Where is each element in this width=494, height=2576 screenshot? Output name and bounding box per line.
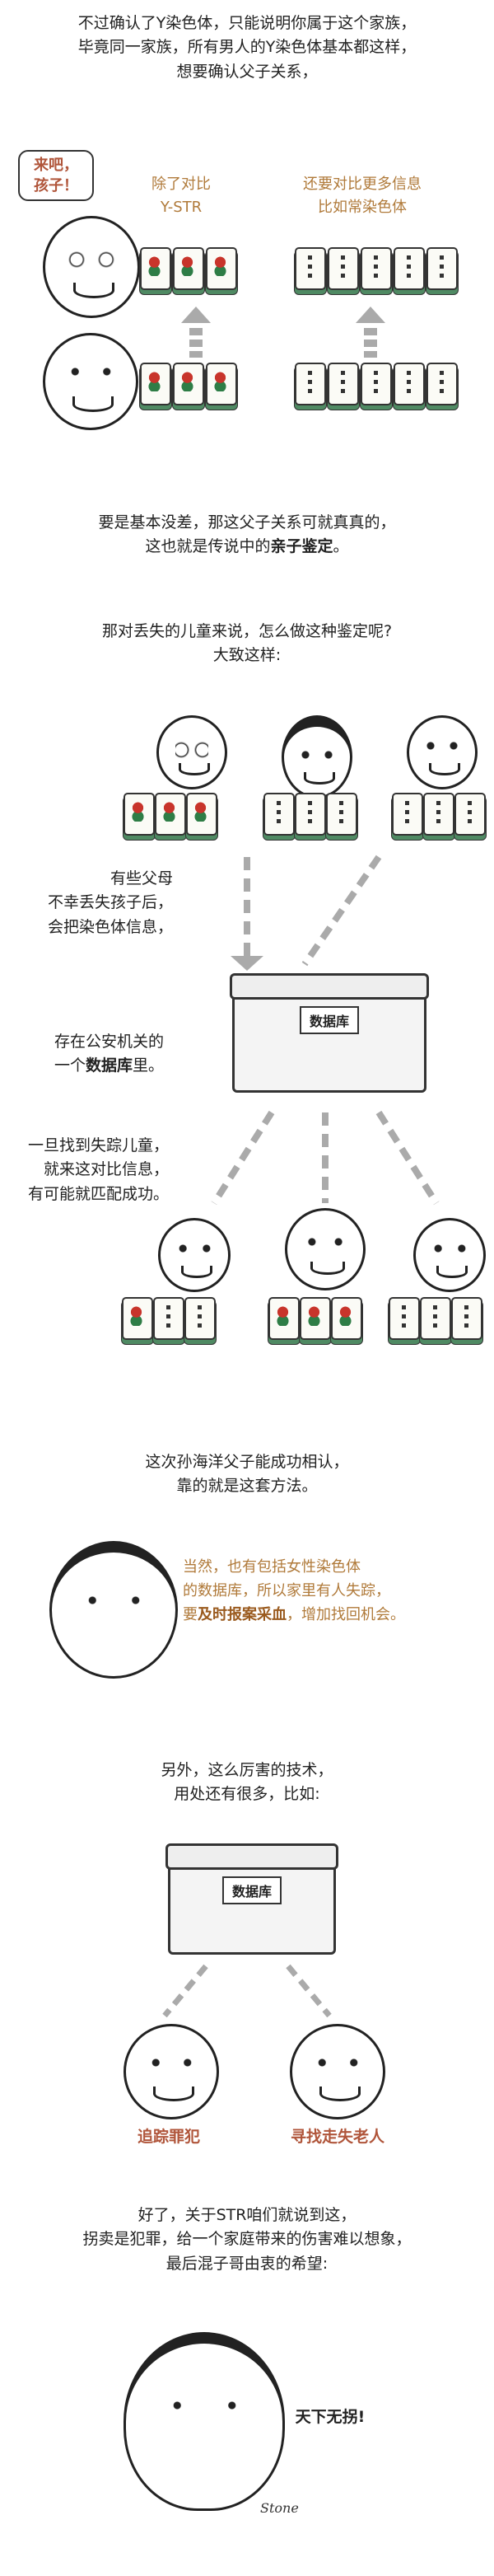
autosome-tile [389, 1297, 420, 1340]
ystr-tile [300, 1297, 331, 1340]
autosome-tile [295, 247, 326, 290]
autosome-tile [394, 363, 425, 405]
database-chest-icon: 数据库 [165, 1843, 338, 1955]
child-head-icon [158, 1218, 231, 1292]
autosome-tile [451, 1297, 482, 1340]
question-paragraph: 那对丢失的儿童来说，怎么做这种鉴定呢? 大致这样: [101, 622, 393, 665]
autosome-tile [420, 1297, 451, 1340]
autosome-tile [423, 793, 454, 836]
arrow-up-icon [356, 307, 385, 358]
dashed-arrows-uses [162, 1964, 332, 2018]
arrow-up-icon [181, 307, 211, 358]
intro-line: 毕竟同一家族，所有男人的Y染色体基本都这样， [77, 38, 417, 57]
autosome-tile [295, 793, 326, 836]
elderly-head-icon [290, 2024, 385, 2119]
database-chest-icon: 数据库 [230, 973, 429, 1093]
ystr-tile [173, 363, 204, 405]
no-trafficking-slogan: 天下无拐! [295, 2408, 366, 2426]
matched-child-head-icon [285, 1208, 366, 1290]
child-head-icon [413, 1218, 486, 1292]
ystr-tile [268, 1297, 300, 1340]
speech-line: 来吧， [34, 157, 78, 174]
closing-paragraph: 好了，关于STR咱们就说到这， 拐卖是犯罪，给一个家庭带来的伤害难以想象， 最后… [82, 2206, 412, 2273]
ystr-tile [124, 793, 155, 836]
autosome-tile [426, 363, 458, 405]
autosome-tile [328, 363, 359, 405]
intro-line: 不过确认了Y染色体，只能说明你属于这个家族， [77, 14, 417, 32]
label-autosome: 还要对比更多信息 比如常染色体 [303, 176, 422, 216]
parent-head-icon [282, 715, 352, 799]
text-parents: 有些父母 不幸丢失孩子后， 会把染色体信息， [48, 869, 174, 936]
ystr-tile [155, 793, 186, 836]
dashed-arrows-from-database [211, 1110, 440, 1206]
criminal-head-icon [124, 2024, 219, 2119]
database-term: 数据库 [86, 1056, 133, 1075]
grandparent-head-icon [407, 715, 478, 789]
text-store: 存在公安机关的 一个数据库里。 [54, 1033, 165, 1075]
database-label: 数据库 [221, 1876, 282, 1904]
autosome-tile [328, 247, 359, 290]
autosome-tile [392, 793, 423, 836]
autosome-tile [361, 363, 392, 405]
database-label: 数据库 [299, 1006, 360, 1034]
text-match: 一旦找到失踪儿童， 就来这对比信息， 有可能就匹配成功。 [28, 1136, 170, 1203]
father-head-icon [156, 715, 227, 789]
ystr-tile [173, 247, 204, 290]
paternity-paragraph: 要是基本没差，那这父子关系可就真真的， 这也就是传说中的亲子鉴定。 [98, 513, 396, 556]
father-head-icon [43, 216, 140, 318]
female-database-note: 当然，也有包括女性染色体 的数据库，所以家里有人失踪， 要及时报案采血，增加找回… [183, 1558, 405, 1623]
intro-paragraph: 不过确认了Y染色体，只能说明你属于这个家族， 毕竟同一家族，所有男人的Y染色体基… [0, 12, 494, 84]
report-and-blood-term: 及时报案采血 [198, 1605, 287, 1623]
other-uses-paragraph: 另外，这么厉害的技术， 用处还有很多，比如: [161, 1761, 333, 1804]
autosome-tile [454, 793, 486, 836]
narrator-avatar [124, 2332, 285, 2511]
reunion-paragraph: 这次孙海洋父子能成功相认， 靠的就是这套方法。 [145, 1453, 349, 1496]
intro-line: 想要确认父子关系， [176, 62, 318, 81]
autosome-tile [263, 793, 295, 836]
artist-signature: Stone [260, 2500, 299, 2516]
autosome-tile [184, 1297, 216, 1340]
caption-find-elderly: 寻找走失老人 [290, 2128, 384, 2146]
narrator-avatar [49, 1541, 178, 1679]
caption-track-criminals: 追踪罪犯 [137, 2128, 200, 2146]
dashed-arrows-to-database [231, 855, 382, 971]
ystr-tile [206, 247, 237, 290]
speech-bubble: 来吧， 孩子！ [18, 150, 94, 202]
ystr-tile [140, 363, 171, 405]
paternity-test-term: 亲子鉴定 [270, 537, 333, 556]
autosome-tile [326, 793, 357, 836]
autosome-tile [426, 247, 458, 290]
ystr-tile [331, 1297, 362, 1340]
autosome-tile [153, 1297, 184, 1340]
ystr-tile [140, 247, 171, 290]
ystr-tile [186, 793, 217, 836]
autosome-tile [295, 363, 326, 405]
ystr-tile [122, 1297, 153, 1340]
speech-line: 孩子！ [34, 177, 78, 195]
ystr-tile [206, 363, 237, 405]
son-head-icon [43, 333, 138, 430]
autosome-tile [361, 247, 392, 290]
autosome-tile [394, 247, 425, 290]
label-ystr: 除了对比 Y-STR [151, 176, 211, 216]
